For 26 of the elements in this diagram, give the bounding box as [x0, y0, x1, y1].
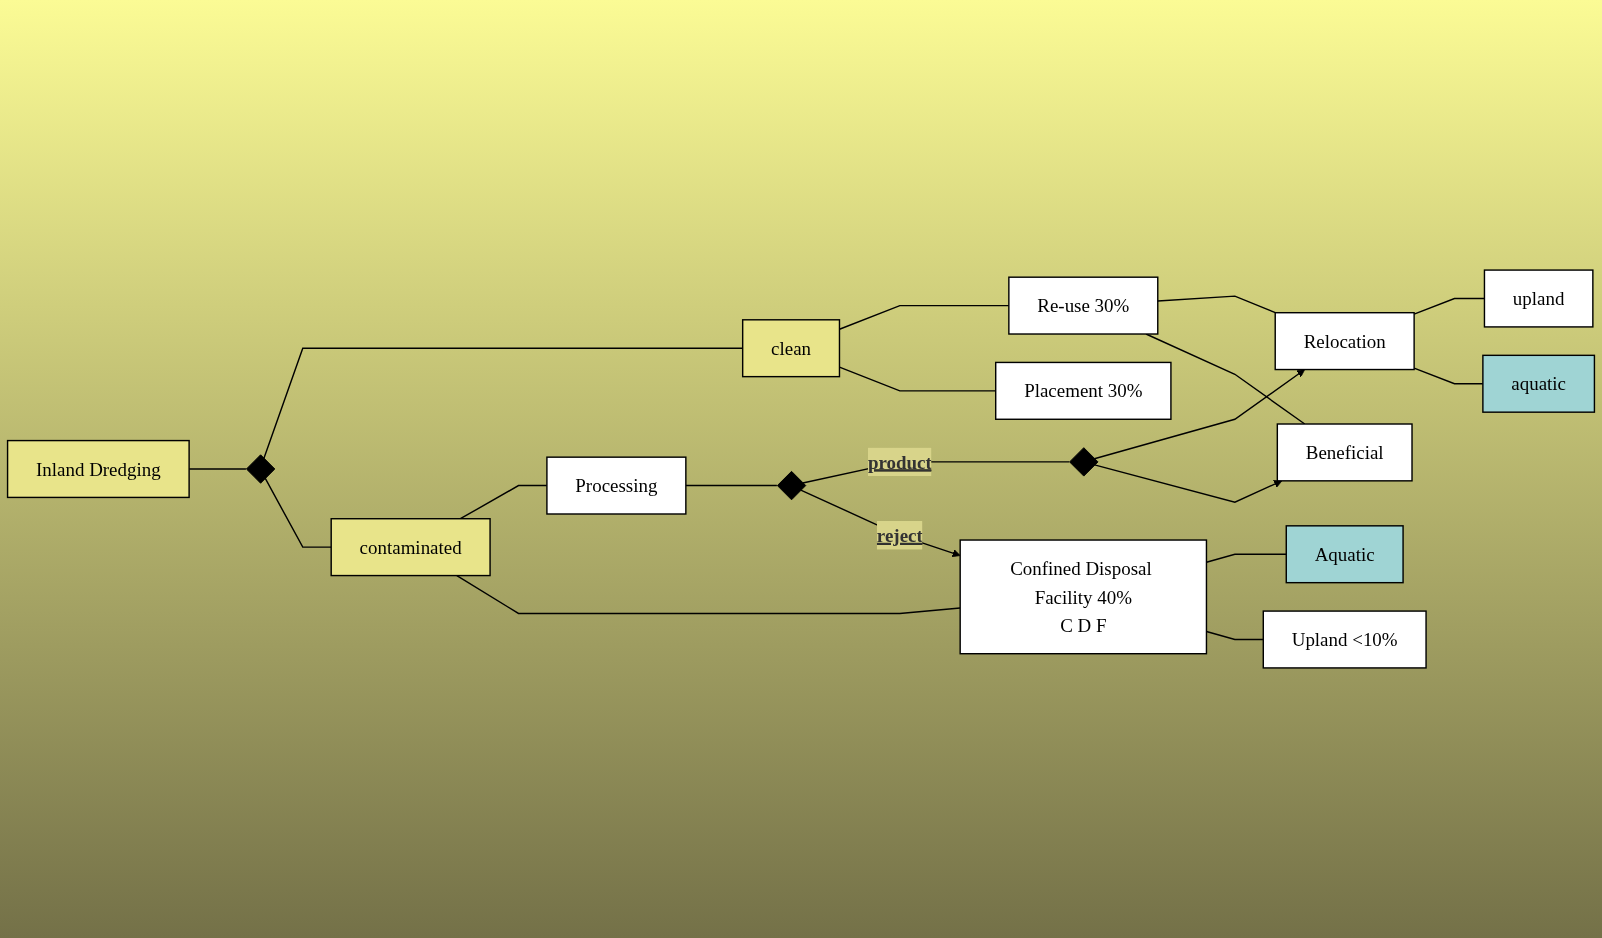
node-box: clean: [741, 319, 841, 378]
node-box: aquatic: [1482, 354, 1596, 413]
connector: [685, 484, 778, 487]
node-box: Upland <10%: [1262, 610, 1427, 669]
connector: [456, 574, 961, 615]
node-box: contaminated: [330, 518, 491, 577]
node-box: Inland Dredging: [6, 439, 190, 499]
node-box: Relocation: [1274, 312, 1415, 371]
node-diamond: [776, 470, 807, 501]
node-diamond: [245, 454, 276, 484]
edge-label: product: [867, 451, 932, 473]
arrow: [1093, 369, 1306, 460]
node-box: Placement 30%: [995, 361, 1172, 420]
connector: [264, 477, 332, 548]
node-box: Beneficial: [1276, 423, 1413, 482]
arrow: [800, 489, 961, 558]
node-box: upland: [1483, 269, 1594, 328]
arrow: [1093, 464, 1283, 503]
node-box: Confined Disposal Facility 40% C D F: [959, 539, 1208, 655]
node-box: Processing: [546, 456, 687, 515]
node-diamond: [1069, 447, 1099, 477]
node-box: Aquatic: [1285, 525, 1404, 584]
edge-label: reject: [876, 524, 923, 546]
connector: [1157, 295, 1277, 314]
connector: [1145, 333, 1306, 425]
node-box: Re-use 30%: [1008, 276, 1159, 335]
